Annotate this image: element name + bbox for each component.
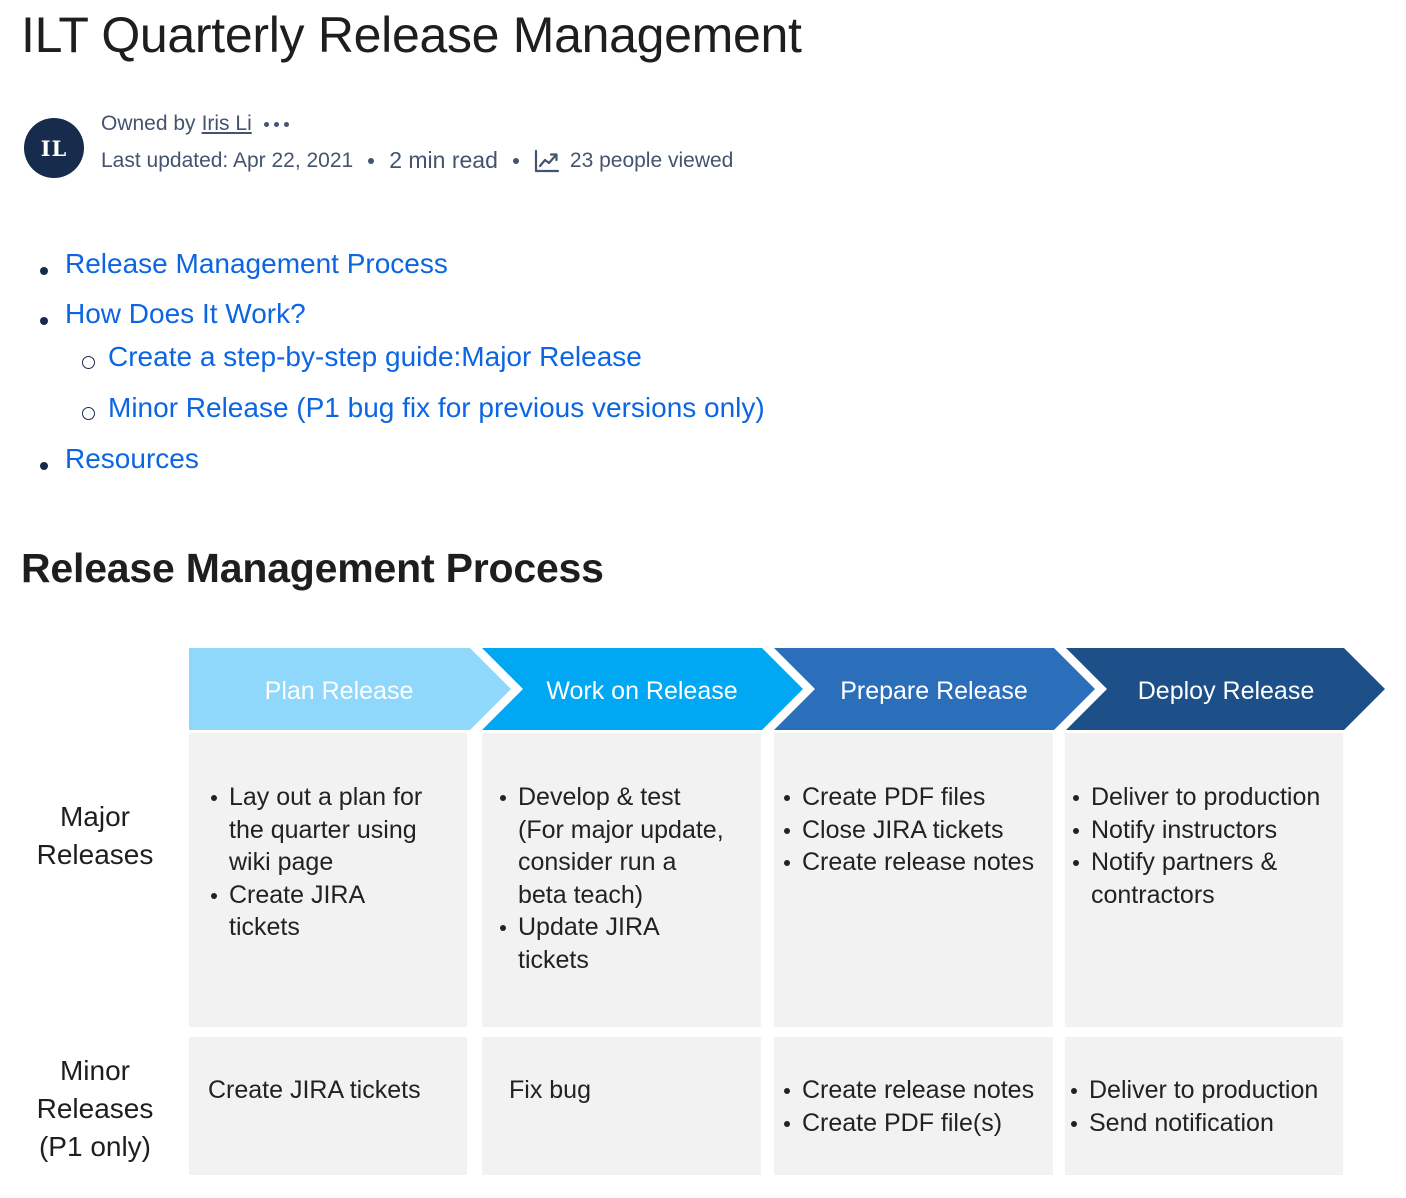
table-of-contents: Release Management Process How Does It W… xyxy=(36,250,765,495)
cell-bullet: Update JIRA xyxy=(496,911,761,944)
separator-dot xyxy=(368,157,375,164)
cell-minor-deploy: Deliver to production Send notification xyxy=(1065,1037,1343,1175)
stage-label-plan: Plan Release xyxy=(264,677,414,705)
cell-major-deploy: Deliver to production Notify instructors… xyxy=(1065,733,1343,1027)
stage-arrow-deploy xyxy=(1066,648,1385,730)
cell-bullet-continuation: the quarter using xyxy=(229,815,417,844)
stage-label-work: Work on Release xyxy=(546,677,738,705)
section-heading: Release Management Process xyxy=(21,545,604,591)
cell-bullet: Create PDF file(s) xyxy=(780,1107,1053,1140)
row-label-major: Major Releases xyxy=(10,798,180,874)
read-time: 2 min read xyxy=(389,147,498,173)
cell-bullet: Develop & test xyxy=(496,781,761,814)
cell-bullet: Create JIRA xyxy=(207,879,467,912)
separator-dot xyxy=(512,157,519,164)
toc-item: Resources xyxy=(36,445,765,495)
trend-icon[interactable] xyxy=(534,149,560,173)
stage-label-deploy: Deploy Release xyxy=(1137,677,1315,705)
cell-bullet-continuation: (For major update, xyxy=(518,815,724,844)
cell-bullet-continuation: consider run a xyxy=(518,848,677,877)
cell-major-prepare: Create PDF files Close JIRA tickets Crea… xyxy=(774,733,1053,1027)
cell-bullet: Notify instructors xyxy=(1069,814,1343,847)
byline: IL Owned by Iris Li Last updated: Apr 22… xyxy=(24,110,924,180)
toc-link-how-does-it-work[interactable]: How Does It Work? xyxy=(65,298,306,329)
toc-link-release-management-process[interactable]: Release Management Process xyxy=(65,248,448,279)
cell-bullet: Create release notes xyxy=(780,1074,1053,1107)
cell-major-plan: Lay out a plan for the quarter using wik… xyxy=(189,733,467,1027)
stage-arrow-prepare xyxy=(774,648,1095,730)
meta-line: Last updated: Apr 22, 2021 2 min read 23… xyxy=(101,147,733,174)
toc-subitem: Create a step-by-step guide:Major Releas… xyxy=(36,343,765,394)
cell-minor-plan: Create JIRA tickets xyxy=(189,1037,467,1175)
row-label-minor: Minor Releases (P1 only) xyxy=(10,1052,180,1166)
last-updated: Last updated: Apr 22, 2021 xyxy=(101,148,354,172)
cell-bullet: Deliver to production xyxy=(1067,1074,1343,1107)
release-process-diagram: Plan Release Work on Release Prepare Rel… xyxy=(0,645,1406,1198)
row-label-line: Major xyxy=(59,801,130,832)
row-label-line: Releases xyxy=(36,839,154,870)
toc-link-major-release-guide[interactable]: Create a step-by-step guide:Major Releas… xyxy=(108,341,642,372)
avatar[interactable]: IL xyxy=(24,118,84,178)
more-icon[interactable] xyxy=(262,118,291,131)
toc-link-minor-release[interactable]: Minor Release (P1 bug fix for previous v… xyxy=(108,392,765,423)
toc-subitem: Minor Release (P1 bug fix for previous v… xyxy=(36,394,765,445)
cell-bullet-continuation: beta teach) xyxy=(518,880,644,909)
row-label-line: Minor xyxy=(59,1055,130,1086)
owned-by-label: Owned by xyxy=(101,112,196,135)
row-label-line: (P1 only) xyxy=(38,1131,152,1162)
cell-minor-work: Fix bug xyxy=(482,1037,761,1175)
toc-item: How Does It Work? xyxy=(36,300,765,350)
stage-label-prepare: Prepare Release xyxy=(840,677,1028,705)
cell-bullet: Deliver to production xyxy=(1069,781,1343,814)
cell-minor-prepare: Create release notes Create PDF file(s) xyxy=(774,1037,1053,1175)
owner-link[interactable]: Iris Li xyxy=(201,112,252,135)
cell-bullet: Create release notes xyxy=(780,846,1053,879)
views-count[interactable]: 23 people viewed xyxy=(569,148,734,172)
stage-arrow-work xyxy=(482,648,803,730)
cell-bullet: Create PDF files xyxy=(780,781,1053,814)
cell-bullet-continuation: tickets xyxy=(518,945,589,974)
cell-bullet: Notify partners & xyxy=(1069,846,1343,879)
toc-item: Release Management Process xyxy=(36,250,765,300)
stage-arrows xyxy=(189,648,1385,730)
row-label-line: Releases xyxy=(36,1093,154,1124)
cell-bullet-continuation: contractors xyxy=(1091,880,1215,909)
page-title: ILT Quarterly Release Management xyxy=(21,7,802,63)
cell-bullet: Send notification xyxy=(1067,1107,1343,1140)
cell-bullet: Close JIRA tickets xyxy=(780,814,1053,847)
owner-line: Owned by Iris Li xyxy=(101,112,291,136)
cell-bullet: Lay out a plan for xyxy=(207,781,467,814)
stage-arrow-plan xyxy=(189,648,511,730)
toc-link-resources[interactable]: Resources xyxy=(65,443,199,474)
cell-text: Fix bug xyxy=(509,1076,591,1104)
cell-text: Create JIRA tickets xyxy=(208,1076,421,1104)
cell-bullet-continuation: wiki page xyxy=(229,848,334,877)
cell-bullet-continuation: tickets xyxy=(229,913,300,942)
cell-major-work: Develop & test (For major update, consid… xyxy=(482,733,761,1027)
